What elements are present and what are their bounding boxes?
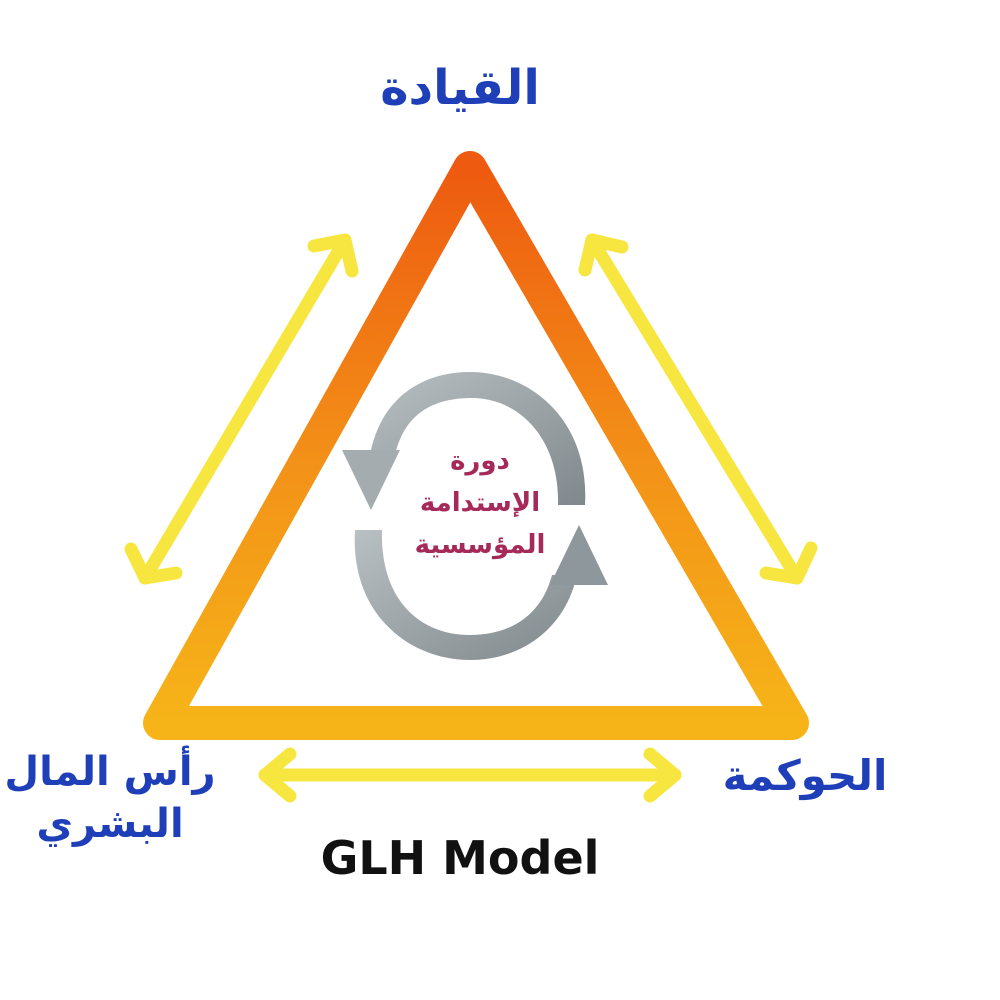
vertex-label-human-capital-line2: البشري bbox=[36, 801, 184, 847]
vertex-label-governance: الحوكمة bbox=[722, 751, 888, 800]
center-text-line1: دورة bbox=[450, 446, 510, 476]
bottom-double-arrow-icon bbox=[258, 747, 682, 803]
center-text-line2: الإستدامة bbox=[419, 488, 541, 518]
vertex-label-leadership: القيادة bbox=[380, 60, 540, 116]
right-double-arrow-icon bbox=[578, 233, 818, 585]
left-double-arrow-icon bbox=[124, 233, 359, 585]
model-title: GLH Model bbox=[320, 831, 600, 885]
cycle-center-text: دورة الإستدامة المؤسسية bbox=[380, 440, 580, 566]
vertex-label-human-capital-line1: رأس المال bbox=[4, 749, 216, 795]
triangle-frame bbox=[143, 151, 809, 740]
cycle-arrows-icon bbox=[342, 372, 608, 660]
vertex-label-human-capital: رأس المال البشري bbox=[0, 746, 220, 850]
center-text-line3: المؤسسية bbox=[414, 530, 546, 560]
